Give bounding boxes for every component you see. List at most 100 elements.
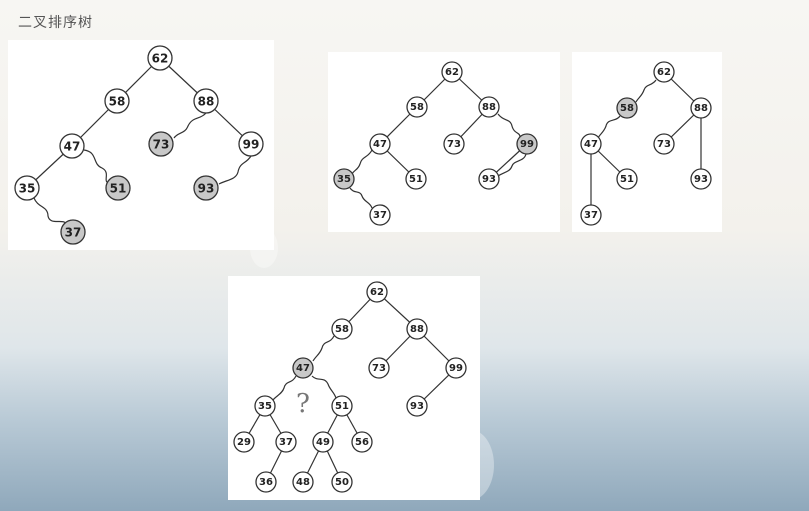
- tree-node: 88: [193, 88, 219, 114]
- tree-node: 51: [405, 168, 427, 190]
- page-title: 二叉排序树: [18, 15, 93, 31]
- tree-node: 47: [292, 357, 314, 379]
- node-circle: [60, 219, 86, 245]
- tree-node: 73: [653, 133, 675, 155]
- tree-node: 99: [516, 133, 538, 155]
- node-label: 73: [447, 139, 461, 150]
- node-label: 58: [335, 324, 349, 335]
- node-label: 48: [296, 477, 310, 488]
- node-circle: [690, 97, 712, 119]
- node-circle: [254, 395, 276, 417]
- node-circle: [366, 281, 388, 303]
- wavy-link: [218, 155, 252, 185]
- node-circle: [312, 431, 334, 453]
- node-circle: [368, 357, 390, 379]
- node-circle: [147, 45, 173, 71]
- tree-node: 58: [331, 318, 353, 340]
- node-circle: [331, 318, 353, 340]
- node-label: 99: [449, 363, 463, 374]
- tree-node: 47: [59, 133, 85, 159]
- node-label: 37: [65, 226, 82, 240]
- node-label: 88: [482, 102, 496, 113]
- wavy-link: [349, 187, 373, 209]
- node-label: 58: [620, 103, 634, 114]
- node-circle: [653, 133, 675, 155]
- node-label: 88: [198, 95, 215, 109]
- tree-node: 93: [690, 168, 712, 190]
- tree-node: 51: [331, 395, 353, 417]
- node-circle: [333, 168, 355, 190]
- node-label: 47: [373, 139, 387, 150]
- wavy-link: [272, 375, 297, 401]
- node-circle: [478, 96, 500, 118]
- wavy-link: [597, 115, 621, 139]
- tree-node: 62: [441, 61, 463, 83]
- node-circle: [580, 204, 602, 226]
- node-label: 51: [335, 401, 349, 412]
- node-label: 56: [355, 437, 369, 448]
- tree-node: 51: [616, 168, 638, 190]
- wavy-link: [311, 375, 337, 399]
- wavy-link: [83, 149, 108, 183]
- wavy-link: [312, 335, 335, 362]
- tree-node: 99: [238, 131, 264, 157]
- node-label: 62: [657, 67, 671, 78]
- node-label: 35: [258, 401, 272, 412]
- tree-node: 58: [406, 96, 428, 118]
- node-label: 36: [259, 477, 273, 488]
- tree-node: 48: [292, 471, 314, 493]
- node-label: 37: [373, 210, 387, 221]
- tree-node: 58: [104, 88, 130, 114]
- node-label: 93: [198, 182, 215, 196]
- node-circle: [292, 471, 314, 493]
- node-circle: [104, 88, 130, 114]
- node-label: 88: [410, 324, 424, 335]
- tree-node: 35: [254, 395, 276, 417]
- node-circle: [478, 168, 500, 190]
- node-circle: [105, 175, 131, 201]
- node-label: 37: [279, 437, 293, 448]
- tree-node: 93: [193, 175, 219, 201]
- wavy-link: [33, 197, 67, 225]
- node-label: 62: [370, 287, 384, 298]
- node-circle: [59, 133, 85, 159]
- node-circle: [351, 431, 373, 453]
- tree-node: 37: [60, 219, 86, 245]
- tree-node: 37: [275, 431, 297, 453]
- node-label: 35: [337, 174, 351, 185]
- node-circle: [292, 357, 314, 379]
- node-label: 51: [110, 182, 127, 196]
- node-label: 51: [620, 174, 634, 185]
- node-circle: [148, 131, 174, 157]
- node-circle: [369, 204, 391, 226]
- tree-diagram-c: 62 58 88 47 73 51 93 37: [580, 61, 712, 226]
- node-circle: [406, 96, 428, 118]
- node-circle: [516, 133, 538, 155]
- tree-node: 49: [312, 431, 334, 453]
- node-label: 88: [694, 103, 708, 114]
- tree-node: 88: [478, 96, 500, 118]
- node-label: 73: [153, 138, 170, 152]
- tree-node: 58: [616, 97, 638, 119]
- node-circle: [445, 357, 467, 379]
- node-circle: [406, 395, 428, 417]
- node-circle: [193, 175, 219, 201]
- node-circle: [275, 431, 297, 453]
- tree-node: 62: [653, 61, 675, 83]
- tree-node: 35: [333, 168, 355, 190]
- node-label: 37: [584, 210, 598, 221]
- tree-node: 47: [580, 133, 602, 155]
- node-label: 50: [335, 477, 349, 488]
- node-circle: [369, 133, 391, 155]
- node-circle: [255, 471, 277, 493]
- node-circle: [331, 471, 353, 493]
- node-label: 49: [316, 437, 330, 448]
- tree-node: 73: [368, 357, 390, 379]
- node-label: 99: [243, 138, 260, 152]
- node-circle: [616, 97, 638, 119]
- node-circle: [14, 175, 40, 201]
- node-label: 47: [584, 139, 598, 150]
